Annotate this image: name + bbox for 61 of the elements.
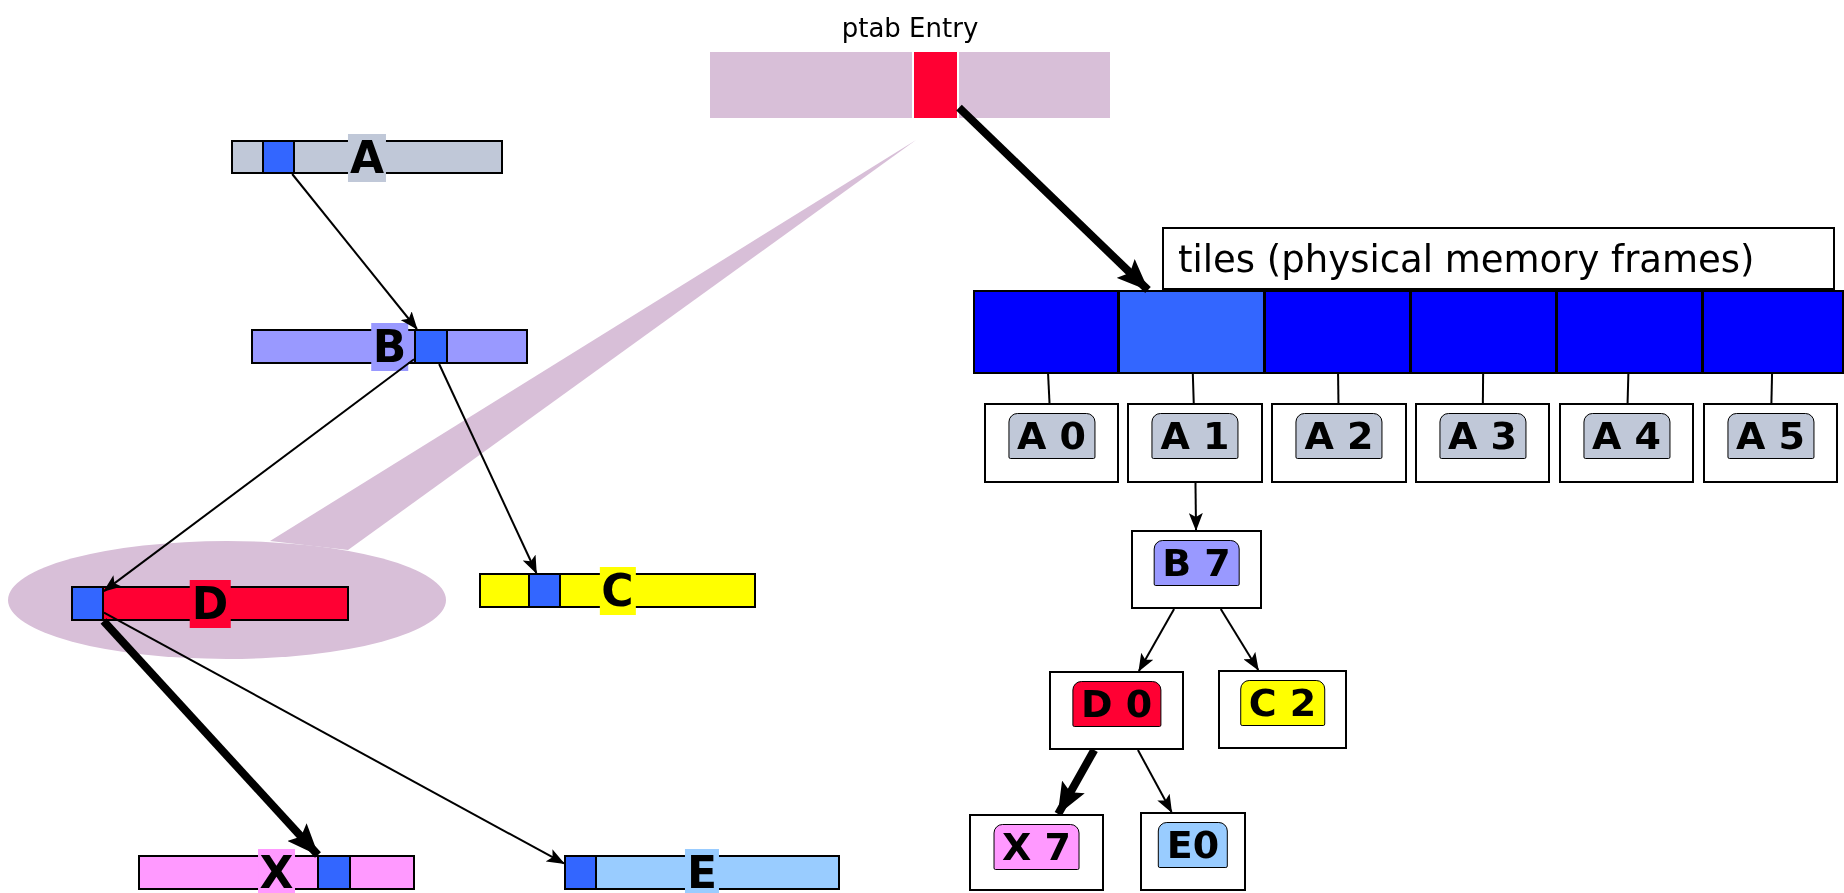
entry-cell	[912, 52, 959, 118]
arrow	[1136, 749, 1173, 813]
arrow	[103, 611, 565, 865]
title-box	[1162, 227, 1835, 290]
pointer-cell	[71, 586, 104, 621]
arrow	[1219, 608, 1260, 671]
connector-line	[1626, 373, 1630, 404]
frame-label: B 7	[1153, 540, 1240, 586]
frame-label: A 4	[1582, 413, 1671, 459]
frame-tile	[1118, 290, 1265, 374]
frame-box	[969, 814, 1104, 891]
frame-label: E0	[1157, 822, 1229, 868]
arrow	[1137, 608, 1176, 672]
pointer-cell	[564, 855, 597, 890]
frame-label: A 0	[1007, 413, 1096, 459]
frame-box	[1415, 403, 1550, 483]
bar-label: C	[599, 567, 636, 615]
pointer-cell	[317, 855, 351, 890]
title-text: tiles (physical memory frames)	[1178, 237, 1755, 283]
frame-label: X 7	[993, 824, 1080, 870]
frame-box	[984, 403, 1119, 483]
arrow	[103, 358, 415, 593]
frame-label: D 0	[1071, 681, 1162, 727]
bar-caption: ptab Entry	[840, 12, 980, 44]
frame-label: A 3	[1438, 413, 1527, 459]
arrow	[1188, 482, 1203, 531]
frame-box	[1131, 530, 1262, 609]
connector-line	[1481, 373, 1485, 404]
frame-box	[1559, 403, 1694, 483]
bar-label: E	[684, 849, 720, 893]
frame-tile	[973, 290, 1119, 374]
arrow	[291, 173, 418, 330]
frame-tile	[1556, 290, 1703, 374]
connector-line	[1191, 373, 1195, 404]
frame-tile	[1702, 290, 1844, 374]
frame-box	[1127, 403, 1263, 483]
connector-line	[1770, 373, 1774, 404]
bar-label: D	[189, 580, 231, 628]
pointer-cell	[528, 573, 561, 608]
connector-line	[1337, 373, 1340, 404]
frame-box	[1703, 403, 1838, 483]
bar-label: X	[257, 849, 296, 893]
frame-box	[1140, 812, 1246, 891]
bar-label: A	[347, 134, 387, 182]
connector-line	[1047, 373, 1051, 404]
frame-label: A 1	[1151, 413, 1239, 459]
frame-tile	[1410, 290, 1557, 374]
pointer-cell	[262, 140, 295, 174]
arrow	[956, 104, 1151, 293]
frame-label: C 2	[1239, 680, 1326, 726]
arrow	[1054, 748, 1098, 816]
frame-box	[1271, 403, 1407, 483]
frame-box	[1218, 670, 1347, 749]
arrow	[438, 363, 538, 574]
frame-label: A 2	[1295, 413, 1383, 459]
bar-label: B	[370, 323, 409, 371]
arrow	[100, 618, 321, 858]
pointer-cell	[414, 329, 448, 364]
frame-box	[1049, 671, 1184, 750]
frame-tile	[1264, 290, 1411, 374]
frame-label: A 5	[1726, 413, 1815, 459]
